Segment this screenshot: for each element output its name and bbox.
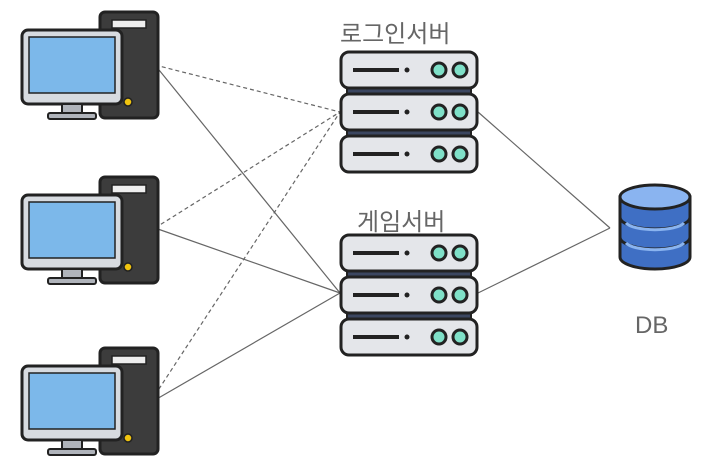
client2-to-game-line <box>154 227 341 294</box>
login-server <box>341 52 477 172</box>
game-server-label: 게임서버 <box>357 208 446 236</box>
db-label: DB <box>635 312 669 339</box>
connections <box>154 64 611 401</box>
game-to-db-line <box>477 227 611 294</box>
game-server <box>341 235 477 355</box>
client-computer-3 <box>20 346 160 457</box>
desktop-computer-icon <box>20 346 160 457</box>
client-computer-2 <box>20 175 160 286</box>
client3-to-login-line <box>154 111 341 396</box>
client1-to-game-line <box>154 64 341 294</box>
desktop-computer-icon <box>20 175 160 286</box>
client-computer-1 <box>20 10 160 121</box>
client1-to-login-line <box>154 64 341 113</box>
server-rack-icon <box>341 52 477 172</box>
server-rack-icon <box>341 235 477 355</box>
login-to-db-line <box>477 111 611 229</box>
client2-to-login-line <box>154 111 341 229</box>
desktop-computer-icon <box>20 10 160 121</box>
client3-to-game-line <box>154 292 341 401</box>
database-icon <box>618 183 692 271</box>
login-server-label: 로그인서버 <box>340 20 451 48</box>
